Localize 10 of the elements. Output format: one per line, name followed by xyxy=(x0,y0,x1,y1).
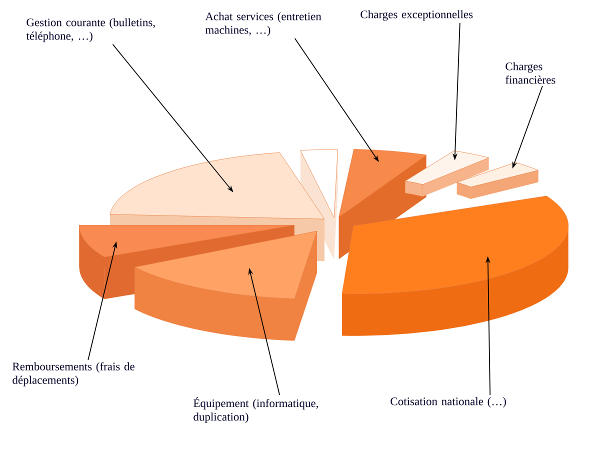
callout-label: Remboursements (frais de déplacements) xyxy=(12,362,134,386)
pie-slice xyxy=(456,162,539,200)
callout-label: Charges exceptionnelles xyxy=(360,10,473,21)
pie-slice xyxy=(134,230,318,341)
pie-slice xyxy=(342,196,569,336)
callout-label: Équipement (informatique, duplication) xyxy=(194,397,318,423)
callout-label: Charges financières xyxy=(506,62,556,84)
callout-label: Cotisation nationale (…) xyxy=(390,397,506,408)
callout-label: Gestion courante (bulletins, téléphone, …) xyxy=(26,18,155,42)
callout-label: Achat services (entretien machines, …) xyxy=(205,12,322,36)
